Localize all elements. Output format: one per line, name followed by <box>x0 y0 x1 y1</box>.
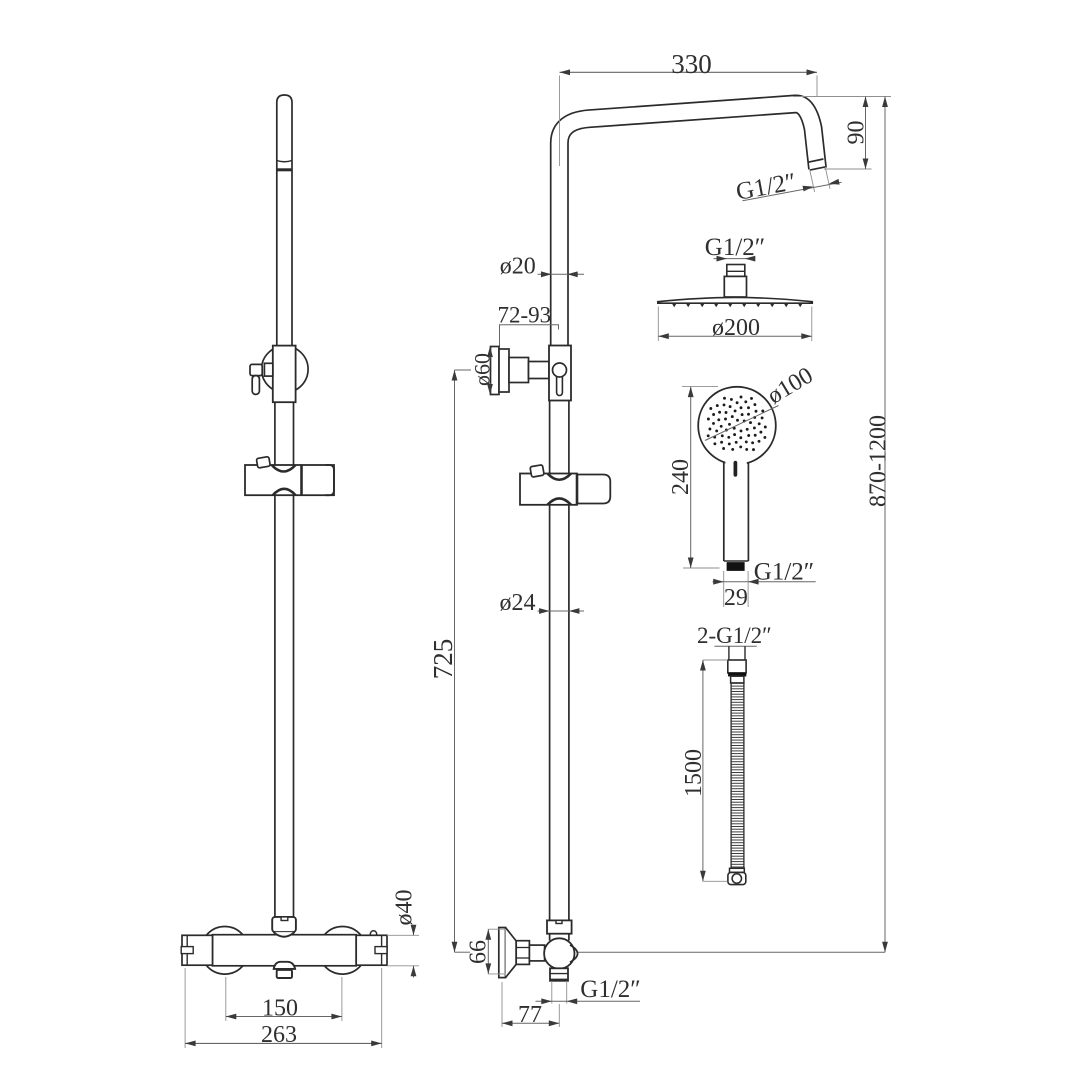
svg-text:ø200: ø200 <box>712 315 760 341</box>
svg-text:870-1200: 870-1200 <box>866 415 892 507</box>
svg-text:77: 77 <box>518 1002 542 1028</box>
svg-text:263: 263 <box>261 1022 297 1048</box>
svg-text:72-93: 72-93 <box>497 303 551 328</box>
svg-text:ø60: ø60 <box>470 353 495 386</box>
svg-text:29: 29 <box>724 585 748 611</box>
svg-text:1500: 1500 <box>681 749 707 797</box>
svg-text:ø40: ø40 <box>392 890 418 926</box>
svg-text:G1/2″: G1/2″ <box>754 559 814 586</box>
svg-text:90: 90 <box>844 121 870 145</box>
svg-text:ø20: ø20 <box>500 254 536 280</box>
svg-text:330: 330 <box>671 49 712 79</box>
svg-text:G1/2″: G1/2″ <box>705 234 765 261</box>
svg-text:150: 150 <box>262 996 298 1022</box>
svg-text:ø24: ø24 <box>500 590 536 616</box>
svg-text:66: 66 <box>466 940 492 964</box>
svg-text:240: 240 <box>668 459 694 495</box>
svg-text:G1/2″: G1/2″ <box>580 976 640 1003</box>
svg-text:2-G1/2″: 2-G1/2″ <box>697 623 772 648</box>
svg-text:725: 725 <box>428 639 458 680</box>
